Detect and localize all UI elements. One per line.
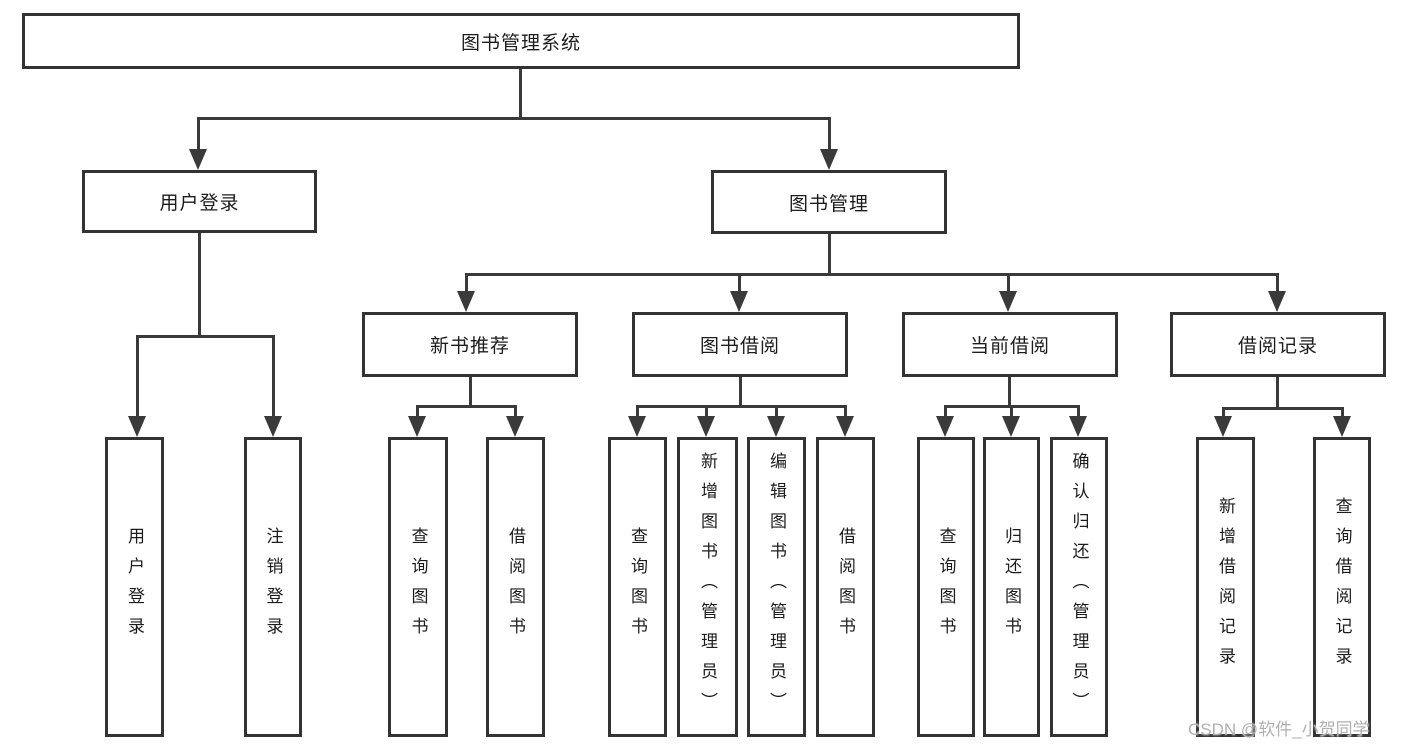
leaf-borrow-borrow-books-label: 借阅图书: [836, 527, 855, 647]
connector-line: [514, 405, 517, 416]
leaf-records-add-record-label: 新增借阅记录: [1216, 497, 1235, 677]
connector-line: [197, 117, 200, 149]
arrow-down-icon: [1002, 416, 1020, 437]
connector-line: [1276, 377, 1279, 407]
connector-line: [636, 405, 639, 416]
leaf-borrow-add-books-admin: 新增图书（管理员）: [677, 437, 738, 737]
arrow-down-icon: [506, 416, 524, 437]
connector-line: [416, 405, 419, 416]
node-root-label: 图书管理系统: [460, 32, 581, 54]
leaf-records-query-record-label: 查询借阅记录: [1332, 497, 1352, 677]
leaf-newbooks-borrow-books: 借阅图书: [486, 437, 545, 737]
arrow-down-icon: [128, 416, 146, 437]
connector-line: [136, 335, 139, 416]
node-root: 图书管理系统: [22, 13, 1020, 69]
connector-line: [844, 405, 847, 416]
arrow-down-icon: [264, 416, 282, 437]
connector-line: [136, 335, 275, 338]
arrow-down-icon: [457, 291, 475, 312]
connector-line: [1276, 273, 1279, 291]
node-user-login: 用户登录: [82, 170, 317, 233]
node-book-borrow-label: 图书借阅: [699, 336, 780, 357]
leaf-newbooks-query-books-label: 查询图书: [408, 527, 428, 647]
connector-line: [272, 335, 275, 416]
leaf-borrow-query-books: 查询图书: [608, 437, 667, 737]
connector-line: [1222, 407, 1344, 410]
node-current-borrow-label: 当前借阅: [969, 336, 1050, 357]
leaf-borrow-borrow-books: 借阅图书: [816, 437, 875, 737]
connector-line: [1341, 407, 1344, 416]
node-book-management-label: 图书管理: [788, 193, 869, 215]
leaf-logout-label: 注销登录: [263, 527, 283, 647]
connector-line: [1008, 377, 1011, 405]
connector-line: [739, 377, 742, 405]
leaf-current-confirm-return-admin: 确认归还（管理员）: [1050, 437, 1108, 737]
node-current-borrow: 当前借阅: [902, 312, 1118, 377]
arrow-down-icon: [1268, 291, 1286, 312]
arrow-down-icon: [1333, 416, 1351, 437]
leaf-borrow-query-books-label: 查询图书: [628, 527, 647, 647]
connector-line: [416, 405, 517, 408]
connector-line: [1222, 407, 1225, 416]
connector-line: [775, 405, 778, 416]
node-new-book-recommend-label: 新书推荐: [429, 336, 510, 357]
connector-line: [197, 117, 831, 120]
connector-line: [1010, 405, 1013, 416]
connector-line: [465, 273, 1279, 276]
leaf-borrow-edit-books-admin: 编辑图书（管理员）: [747, 437, 806, 737]
arrow-down-icon: [836, 416, 854, 437]
leaf-logout: 注销登录: [244, 437, 302, 737]
connector-line: [1007, 273, 1010, 291]
connector-line: [198, 233, 201, 335]
arrow-down-icon: [628, 416, 646, 437]
leaf-user-login: 用户登录: [105, 437, 164, 737]
connector-line: [828, 117, 831, 149]
leaf-user-login-label: 用户登录: [125, 527, 144, 647]
connector-line: [636, 405, 846, 408]
connector-line: [705, 405, 708, 416]
arrow-down-icon: [697, 416, 715, 437]
node-book-management: 图书管理: [711, 170, 947, 234]
node-book-borrow: 图书借阅: [632, 312, 848, 377]
arrow-down-icon: [767, 416, 785, 437]
arrow-down-icon: [936, 416, 954, 437]
node-new-book-recommend: 新书推荐: [362, 312, 578, 377]
leaf-newbooks-borrow-books-label: 借阅图书: [506, 527, 525, 647]
connector-line: [519, 69, 522, 117]
leaf-newbooks-query-books: 查询图书: [388, 437, 448, 737]
connector-line: [465, 273, 468, 291]
node-user-login-label: 用户登录: [159, 193, 240, 214]
watermark: CSDN @软件_小贺同学: [1188, 720, 1370, 739]
connector-line: [828, 234, 831, 273]
leaf-current-query-books-label: 查询图书: [936, 527, 956, 647]
connector-line: [1077, 405, 1080, 416]
arrow-down-icon: [820, 149, 838, 170]
arrow-down-icon: [408, 416, 426, 437]
leaf-borrow-edit-books-admin-label: 编辑图书（管理员）: [767, 452, 786, 722]
connector-line: [738, 273, 741, 291]
leaf-borrow-add-books-admin-label: 新增图书（管理员）: [698, 452, 717, 722]
arrow-down-icon: [189, 149, 207, 170]
leaf-current-return-books: 归还图书: [983, 437, 1040, 737]
arrow-down-icon: [999, 291, 1017, 312]
leaf-current-return-books-label: 归还图书: [1002, 527, 1021, 647]
connector-line: [944, 405, 947, 416]
leaf-current-query-books: 查询图书: [917, 437, 975, 737]
connector-line: [469, 377, 472, 405]
arrow-down-icon: [1214, 416, 1232, 437]
leaf-records-add-record: 新增借阅记录: [1196, 437, 1255, 737]
arrow-down-icon: [1069, 416, 1087, 437]
node-borrow-records: 借阅记录: [1170, 312, 1386, 377]
node-borrow-records-label: 借阅记录: [1237, 336, 1318, 357]
leaf-records-query-record: 查询借阅记录: [1313, 437, 1371, 737]
leaf-current-confirm-return-admin-label: 确认归还（管理员）: [1069, 452, 1089, 722]
arrow-down-icon: [730, 291, 748, 312]
